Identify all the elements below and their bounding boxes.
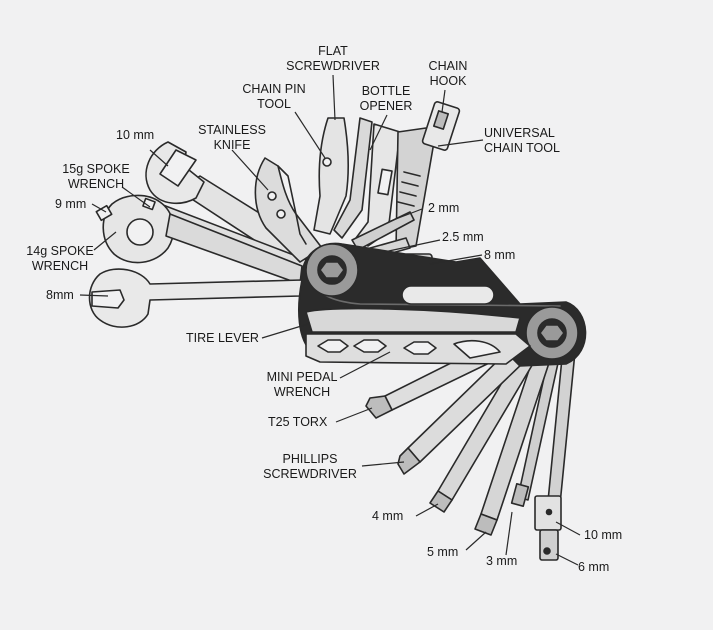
label-10mm-hex: 10 mm: [584, 528, 623, 542]
mini-pedal-wrench: [305, 333, 531, 365]
label-3mm-hex: 3 mm: [486, 554, 518, 568]
label-universal-chain-tool: UNIVERSAL CHAIN TOOL: [484, 126, 560, 155]
flat-screwdriver: [333, 117, 373, 239]
label-phillips-screwdriver: PHILLIPS SCREWDRIVER: [263, 452, 357, 481]
label-9mm-wrench: 9 mm: [55, 197, 87, 211]
label-2mm-hex: 2 mm: [428, 201, 460, 215]
label-2-5mm-hex: 2.5 mm: [442, 230, 484, 244]
label-5mm-hex: 5 mm: [427, 545, 459, 559]
label-mini-pedal-wrench: MINI PEDAL WRENCH: [266, 370, 338, 399]
label-bottle-opener: BOTTLE OPENER: [359, 84, 413, 113]
tire-lever: [305, 307, 521, 333]
hex-key-3mm: [510, 349, 561, 508]
label-8mm-wrench: 8mm: [46, 288, 74, 302]
label-10mm-wrench: 10 mm: [116, 128, 155, 142]
hex-key-10mm: [545, 508, 553, 516]
chain-pin-tool: [313, 117, 349, 235]
wrench-8mm: [88, 268, 303, 328]
label-chain-pin-tool: CHAIN PIN TOOL: [242, 82, 306, 111]
label-4mm-hex: 4 mm: [372, 509, 404, 523]
label-chain-hook: CHAIN HOOK: [428, 59, 468, 88]
label-6mm-hex: 6 mm: [578, 560, 610, 574]
label-t25-torx: T25 TORX: [268, 415, 328, 429]
leader-lines: [79, 74, 581, 566]
label-tire-lever: TIRE LEVER: [186, 331, 259, 345]
bottle-opener: [355, 123, 401, 247]
label-flat-screwdriver: FLAT SCREWDRIVER: [286, 44, 380, 73]
universal-chain-tool: [395, 101, 461, 251]
label-14g-spoke-wrench: 14g SPOKE WRENCH: [26, 244, 94, 273]
label-8mm-hex: 8 mm: [484, 248, 516, 262]
label-15g-spoke-wrench: 15g SPOKE WRENCH: [62, 162, 130, 191]
label-stainless-knife: STAINLESS KNIFE: [198, 123, 266, 152]
wrench-9mm-spoke-14g: [95, 194, 303, 285]
